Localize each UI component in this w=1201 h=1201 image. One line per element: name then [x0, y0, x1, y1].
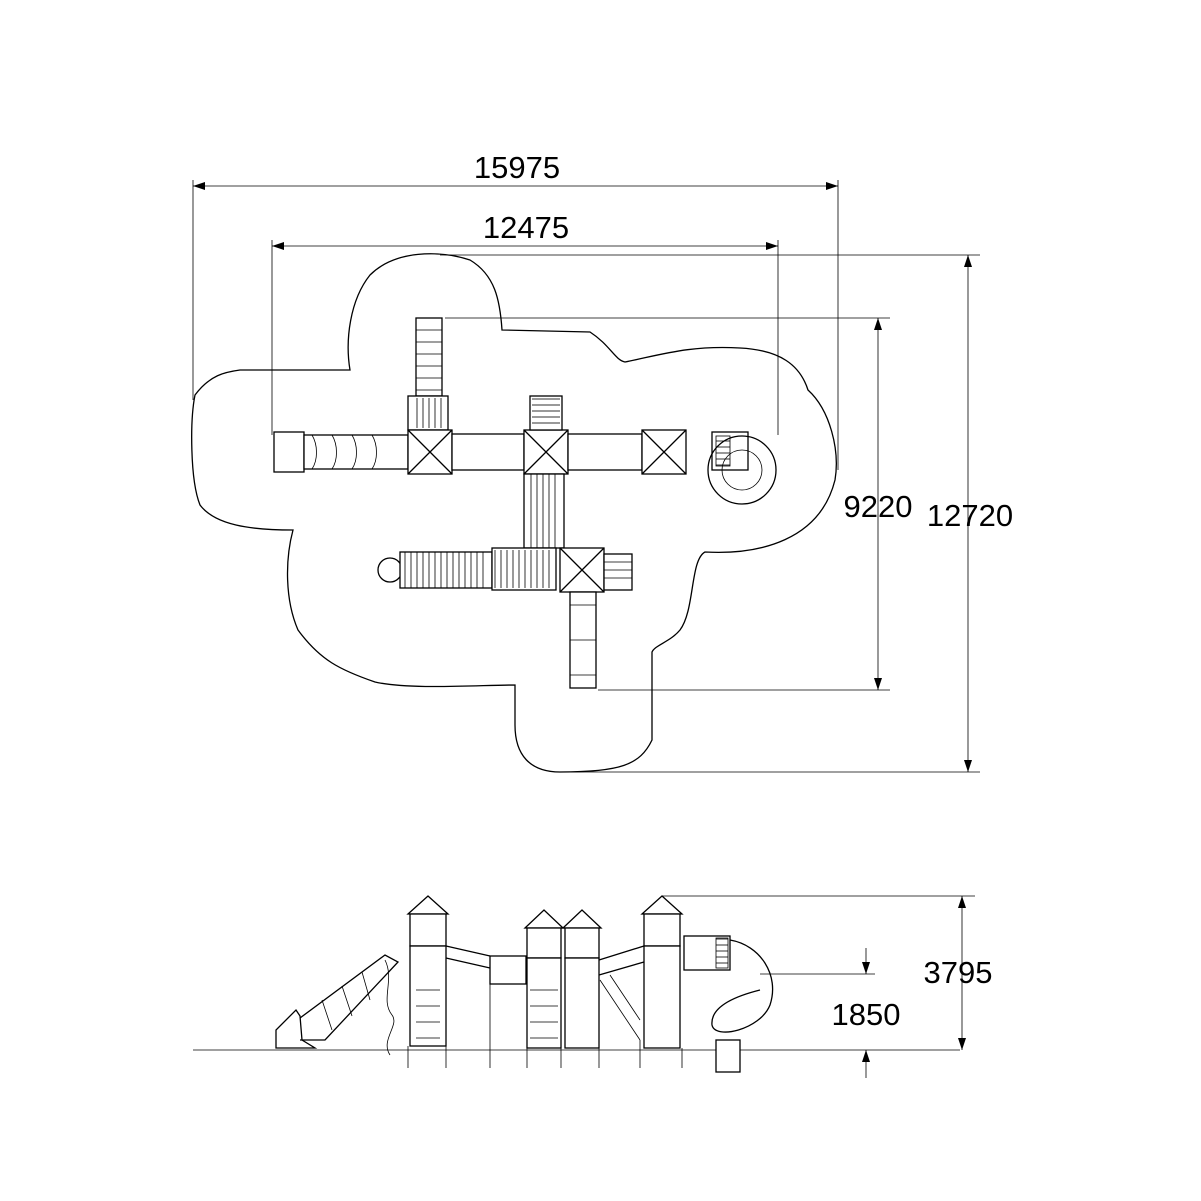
- elevation-view: 3795 1850: [193, 895, 993, 1078]
- plan-view: 15975 12475 9220 12720: [191, 150, 1013, 773]
- right-bridge: [598, 945, 645, 976]
- plan-dimension-lines: [192, 180, 980, 773]
- platform-height-label: 1850: [832, 997, 901, 1032]
- lower-platform-row: [377, 547, 633, 689]
- inner-width-label: 12475: [483, 210, 569, 245]
- spring-rider-icon: [377, 557, 403, 583]
- safety-zone-outline: [191, 253, 837, 773]
- inner-depth-label: 9220: [844, 489, 913, 524]
- towers: [406, 895, 684, 1049]
- overall-depth-label: 12720: [927, 498, 1013, 533]
- upper-platform-row: [273, 317, 777, 505]
- overall-width-label: 15975: [474, 150, 560, 185]
- overall-height-label: 3795: [924, 955, 993, 990]
